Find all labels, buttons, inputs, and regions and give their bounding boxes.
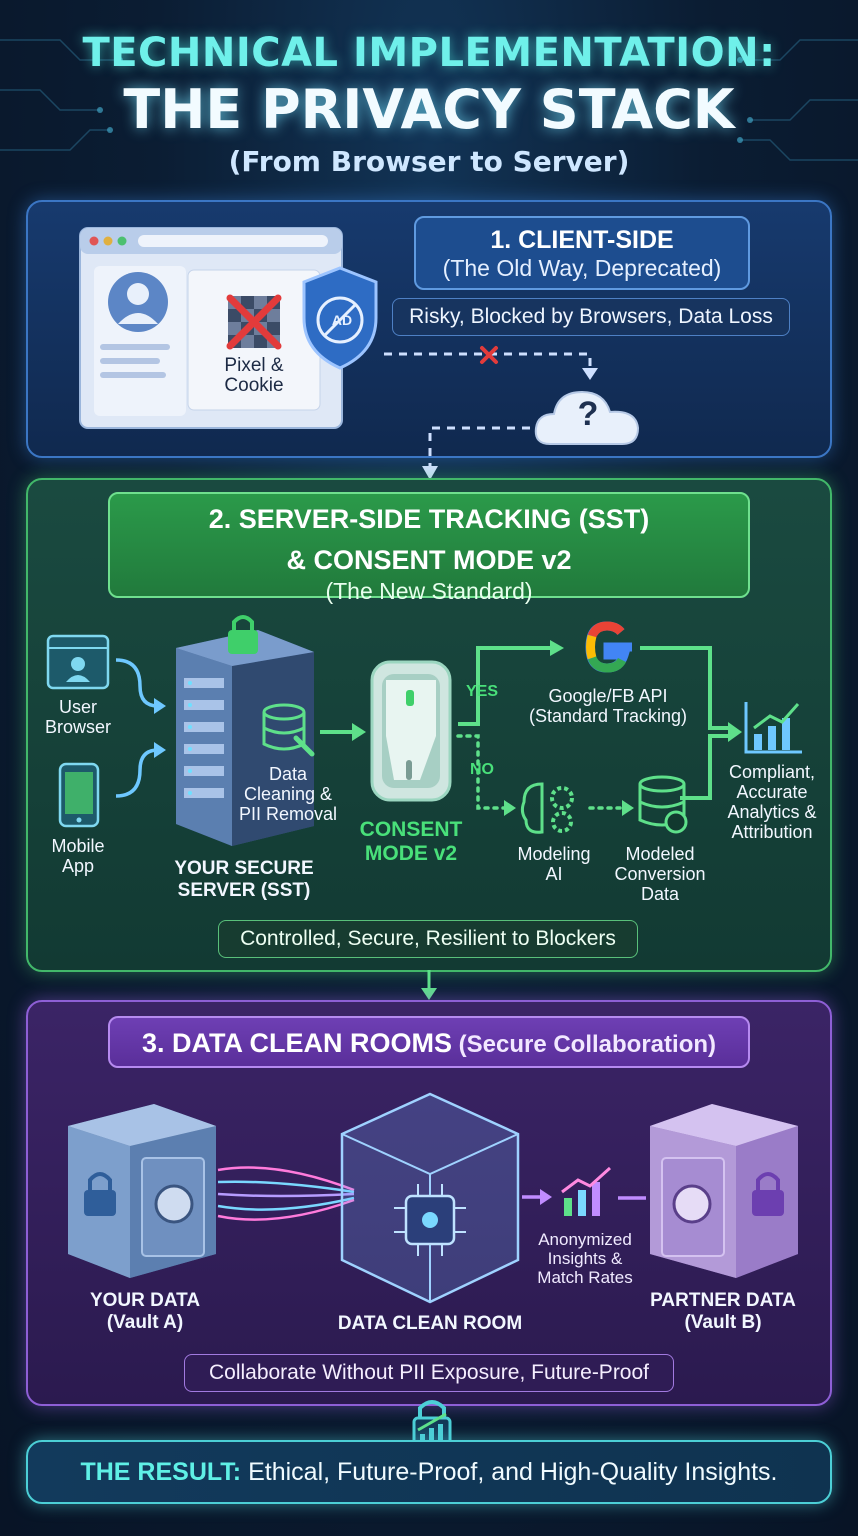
data-clean-room-cube-icon [340,1092,520,1304]
data-cleaning-line3: PII Removal [238,804,338,824]
client-side-title: 1. CLIENT-SIDE (The Old Way, Deprecated) [414,216,750,290]
your-data-line1: YOUR DATA [89,1290,201,1311]
broken-data-flow-arrow [384,346,598,480]
modeling-ai-line1: Modeling [517,844,591,864]
modeling-ai-line2: AI [545,864,563,884]
server-side-heading-2: & CONSENT MODE v2 [286,545,572,575]
partner-data-line2: (Vault B) [684,1312,762,1333]
data-cleaning-database-icon [262,703,315,757]
your-data-label: YOUR DATA (Vault A) [70,1290,220,1334]
server-side-heading-1: 2. SERVER-SIDE TRACKING (SST) [208,504,650,534]
insights-line2: Insights & [547,1249,623,1268]
client-side-tagline: Risky, Blocked by Browsers, Data Loss [392,298,790,336]
client-side-heading: 1. CLIENT-SIDE [490,226,674,254]
input-arrows [115,658,166,798]
browser-window-illustration [79,227,343,429]
result-value: Ethical, Future-Proof, and High-Quality … [241,1458,778,1486]
secure-server-label: YOUR SECURE SERVER (SST) [160,858,328,902]
blocked-pixel-icon [226,294,282,350]
clean-room-output-arrow [522,1189,552,1205]
consent-mode-line2: MODE v2 [364,842,458,865]
background-circuit [0,39,858,161]
server-to-consent-arrow [320,723,366,741]
data-streams [217,1166,355,1221]
compliant-analytics-label: Compliant, Accurate Analytics & Attribut… [722,762,822,842]
cloud-icon [534,390,640,445]
google-api-line1: Google/FB API [548,686,668,706]
title-line-1: TECHNICAL IMPLEMENTATION: [82,30,776,76]
analytics-chart-icon [744,702,802,754]
modeled-data-line1: Modeled [625,844,695,864]
compliant-line2: Accurate [736,782,808,802]
title-subtitle: (From Browser to Server) [228,145,630,178]
data-cleaning-label: Data Cleaning & PII Removal [236,764,340,824]
compliant-line1: Compliant, [728,762,816,782]
mobile-app-line1: Mobile [51,836,105,856]
insights-line1: Anonymized [538,1230,632,1249]
pixel-label-line1: Pixel & [224,355,284,376]
ad-block-shield-icon [302,266,378,370]
user-browser-icon [46,634,110,690]
section-connector-arrow [421,970,437,1000]
clean-room-heading: 3. DATA CLEAN ROOMS [141,1028,452,1058]
server-side-title: 2. SERVER-SIDE TRACKING (SST) & CONSENT … [108,492,750,604]
google-api-line2: (Standard Tracking) [528,706,688,726]
clean-room-tagline: Collaborate Without PII Exposure, Future… [184,1354,674,1392]
consent-mode-line1: CONSENT [359,818,463,841]
secure-server-line1: YOUR SECURE [174,858,314,879]
server-side-tagline: Controlled, Secure, Resilient to Blocker… [218,920,638,958]
vault-b-safe-icon [650,1104,798,1278]
vault-a-safe-icon [68,1104,216,1278]
page-header: TECHNICAL IMPLEMENTATION: THE PRIVACY ST… [0,30,858,178]
google-api-label: Google/FB API (Standard Tracking) [518,686,698,726]
modeled-data-line2: Conversion [614,864,706,884]
secure-server-line2: SERVER (SST) [177,880,311,901]
consent-mode-label: CONSENT MODE v2 [344,818,478,866]
client-side-subtitle: (The Old Way, Deprecated) [442,255,722,281]
pixel-cookie-label: Pixel & Cookie [198,356,310,396]
your-data-line2: (Vault A) [106,1312,184,1333]
partner-data-line1: PARTNER DATA [650,1290,796,1311]
mobile-app-label: Mobile App [34,836,122,876]
modeling-ai-brain-icon [520,782,574,834]
modeled-data-label: Modeled Conversion Data [604,844,716,904]
cloud-question-mark: ? [577,395,599,433]
partner-data-label: PARTNER DATA (Vault B) [640,1290,806,1334]
no-label: NO [470,761,494,778]
server-side-subtitle: (The New Standard) [325,578,533,604]
result-text: THE RESULT: Ethical, Future-Proof, and H… [26,1440,832,1504]
user-browser-line1: User [58,697,97,717]
user-browser-label: User Browser [34,697,122,737]
google-logo-icon [585,621,632,673]
anonymized-insights-label: Anonymized Insights & Match Rates [526,1230,644,1287]
mobile-phone-icon [58,762,100,828]
mobile-app-line2: App [61,856,95,876]
data-cleaning-line1: Data [268,764,308,784]
insights-line3: Match Rates [537,1268,633,1287]
insights-chart-icon [561,1166,612,1216]
data-clean-room-label: DATA CLEAN ROOM [337,1313,523,1334]
page-title: THE PRIVACY STACK [123,78,735,141]
modeled-data-line3: Data [640,884,680,904]
pixel-label-line2: Cookie [224,375,284,396]
consent-toggle-switch-icon [370,660,452,802]
result-key: THE RESULT: [80,1458,242,1486]
yes-label: YES [465,683,498,700]
result-banner [26,1440,832,1504]
insights-to-vault-line [618,1196,646,1200]
compliant-line3: Analytics & [727,802,817,822]
modeled-data-database-icon [638,775,688,834]
clean-room-title: 3. DATA CLEAN ROOMS (Secure Collaboratio… [108,1016,750,1068]
data-cleaning-line2: Cleaning & [243,784,333,804]
modeling-ai-label: Modeling AI [506,844,602,884]
consent-branch-arrows [456,640,742,816]
compliant-line4: Attribution [731,822,813,842]
user-browser-line2: Browser [44,717,111,737]
shield-text: AD [331,312,353,328]
clean-room-subheading: (Secure Collaboration) [451,1031,717,1058]
